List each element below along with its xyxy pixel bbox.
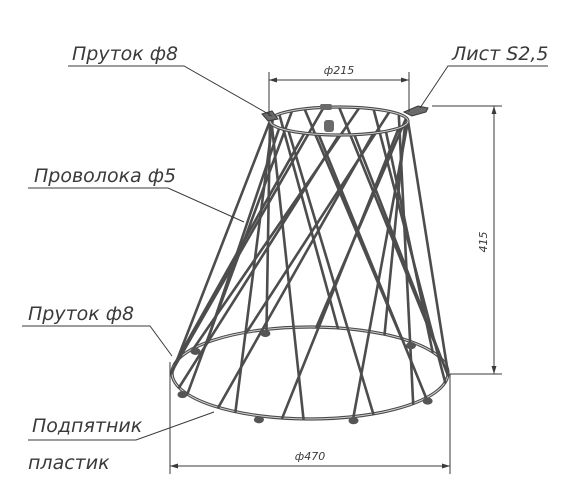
- sheet-label: Лист S2,5: [451, 43, 548, 65]
- center-tab: [324, 120, 334, 132]
- wire-strut: [372, 107, 447, 384]
- wire-strut: [315, 116, 408, 329]
- support-foot: [348, 417, 359, 425]
- wire-strut: [170, 106, 325, 373]
- support-label-line1: Подпятник: [32, 415, 143, 437]
- wire-strut-right: [406, 119, 450, 375]
- sheet-tab-left: [261, 110, 279, 122]
- wire-strut-left: [170, 119, 272, 375]
- wire-strut: [303, 107, 403, 340]
- top-ring-highlight: [269, 106, 409, 136]
- support-label-line2: пластик: [28, 452, 110, 474]
- label-bottom-rod: Пруток ф8: [22, 303, 173, 357]
- wire-strut: [270, 122, 305, 421]
- wire-strut: [234, 115, 275, 414]
- label-sheet: Лист S2,5: [419, 43, 548, 109]
- wire-frame: [170, 104, 450, 425]
- support-foot: [190, 347, 201, 355]
- label-support: Подпятник пластик: [28, 411, 215, 474]
- bottom-diameter-value: ф470: [295, 450, 325, 463]
- height-value: 415: [477, 232, 490, 253]
- top-diameter-dimension: ф215: [268, 64, 410, 116]
- top-rod-label: Пруток ф8: [72, 43, 178, 65]
- wire-strut: [337, 105, 443, 360]
- wire-label: Проволока ф5: [34, 165, 176, 187]
- wire-strut: [217, 131, 375, 409]
- top-diameter-value: ф215: [324, 64, 354, 77]
- label-top-rod: Пруток ф8: [68, 43, 273, 117]
- support-foot: [422, 397, 433, 405]
- wire-strut: [192, 106, 361, 350]
- support-foot: [177, 390, 188, 399]
- support-foot: [405, 342, 416, 350]
- wire-strut: [352, 119, 410, 418]
- height-dimension: 415: [432, 105, 502, 375]
- wire-strut: [287, 129, 375, 416]
- sheet-tab-top: [320, 104, 332, 110]
- support-foot: [260, 329, 271, 338]
- wire-strut: [245, 110, 391, 334]
- bottom-diameter-dimension: ф470: [169, 362, 451, 474]
- bottom-rod-label: Пруток ф8: [28, 303, 134, 325]
- label-wire: Проволока ф5: [28, 165, 245, 223]
- sheet-tab-right: [402, 105, 429, 117]
- wire-strut: [397, 112, 415, 405]
- wire-strut: [277, 112, 340, 330]
- support-foot: [253, 416, 264, 424]
- bottom-ring: [170, 325, 450, 421]
